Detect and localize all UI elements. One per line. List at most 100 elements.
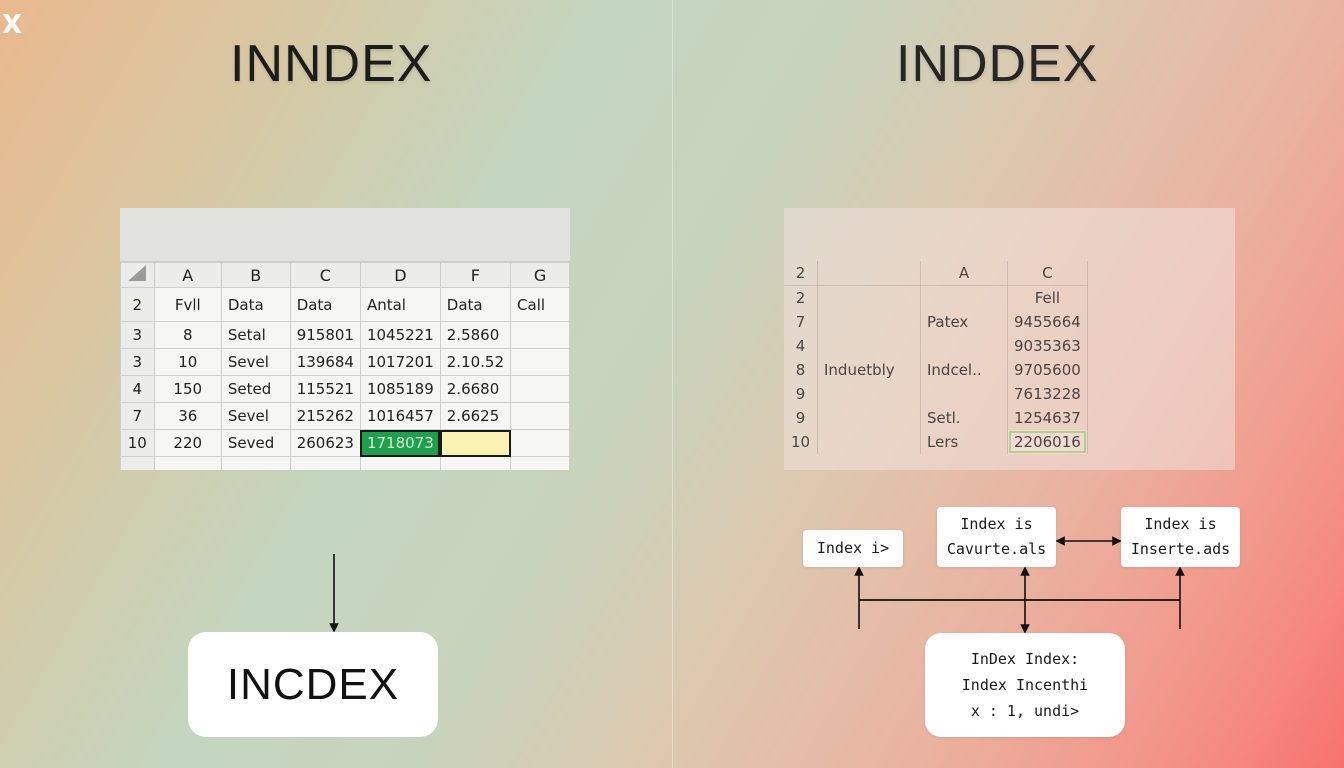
cell[interactable]: 1254637	[1007, 406, 1088, 430]
cell[interactable]	[920, 382, 1008, 406]
highlighted-cell[interactable]: 2206016	[1007, 430, 1088, 454]
col-header[interactable]: A	[920, 261, 1008, 286]
cell[interactable]: 139684	[289, 348, 361, 376]
row-number[interactable]: 2	[120, 287, 155, 322]
row-number[interactable]: 7	[120, 402, 155, 430]
cell[interactable]	[817, 285, 921, 310]
cell[interactable]	[817, 334, 921, 358]
cell[interactable]: Fell	[1007, 285, 1088, 310]
row-number[interactable]: 9	[784, 382, 818, 406]
right-title: INDDEX	[896, 35, 1099, 93]
box-line: Cavurte.als	[946, 540, 1047, 558]
cell[interactable]	[510, 456, 570, 470]
cell[interactable]: Setl.	[920, 406, 1008, 430]
box-line: InDex Index:	[970, 650, 1080, 668]
cell[interactable]: Data	[289, 287, 361, 322]
box-line: Inserte.ads	[1130, 540, 1231, 558]
inserte-box: Index is Inserte.ads	[1121, 507, 1240, 567]
col-header[interactable]: F	[439, 262, 512, 288]
col-header[interactable]: D	[359, 262, 441, 288]
row-number[interactable]: 10	[784, 430, 818, 454]
cell[interactable]	[439, 456, 512, 470]
right-grid: 2 A C 2 Fell 7 Patex 9455664 4 9035363 8…	[784, 261, 1088, 454]
cell[interactable]: 7613228	[1007, 382, 1088, 406]
corner-logo: X	[2, 10, 23, 40]
col-header[interactable]: G	[510, 262, 570, 288]
cell[interactable]	[817, 406, 921, 430]
column-header-row: 2 A C	[784, 261, 1088, 286]
right-spreadsheet: 2 A C 2 Fell 7 Patex 9455664 4 9035363 8…	[784, 208, 1235, 470]
table-row: 10 Lers 2206016	[784, 430, 1088, 454]
cell[interactable]	[153, 456, 222, 470]
right-result-box: InDex Index: Index Incenthi x : 1, undi>	[925, 633, 1125, 737]
table-row	[120, 456, 570, 470]
center-divider	[672, 0, 673, 768]
table-row: 9 7613228	[784, 382, 1088, 406]
cell[interactable]: Induetbly	[817, 358, 921, 382]
cavurte-box: Index is Cavurte.als	[937, 507, 1056, 567]
cell[interactable]: 10	[153, 348, 222, 376]
cell[interactable]	[510, 348, 570, 376]
cell[interactable]	[817, 382, 921, 406]
cell[interactable]: 36	[153, 402, 222, 430]
cell[interactable]	[289, 456, 361, 470]
row-number[interactable]: 7	[784, 310, 818, 334]
row-number[interactable]: 3	[120, 348, 155, 376]
cell[interactable]: Seted	[220, 375, 291, 403]
index-i-box: Index i>	[803, 530, 903, 567]
left-result-box: INCDEX	[188, 632, 438, 737]
cell[interactable]: Sevel	[220, 402, 291, 430]
row-number[interactable]: 2	[784, 261, 818, 286]
cell[interactable]: 9705600	[1007, 358, 1088, 382]
row-number[interactable]: 4	[784, 334, 818, 358]
cell[interactable]: 2.6680	[439, 375, 512, 403]
cell[interactable]: 8	[153, 321, 222, 349]
table-row: 4 150 Seted 115521 1085189 2.6680	[120, 375, 570, 403]
cell[interactable]	[817, 310, 921, 334]
box-line: Index is	[960, 515, 1033, 533]
cell[interactable]: Lers	[920, 430, 1008, 454]
cell[interactable]	[920, 334, 1008, 358]
row-number[interactable]: 9	[784, 406, 818, 430]
cell[interactable]: 1016457	[359, 402, 441, 430]
cell[interactable]: Setal	[220, 321, 291, 349]
cell[interactable]: 9035363	[1007, 334, 1088, 358]
box-line: Index Incenthi	[961, 676, 1089, 694]
select-all-corner[interactable]	[120, 262, 155, 288]
row-number[interactable]: 2	[784, 285, 818, 310]
table-row: 8 Induetbly Indcel.. 9705600	[784, 358, 1088, 382]
table-row: 7 Patex 9455664	[784, 310, 1088, 334]
row-number[interactable]	[120, 456, 155, 470]
cell[interactable]	[817, 261, 921, 286]
cell[interactable]: Fvll	[153, 287, 222, 322]
left-spreadsheet: A B C D F G 2 Fvll Data Data Antal Data …	[120, 208, 570, 470]
cell[interactable]: Patex	[920, 310, 1008, 334]
cell[interactable]: 150	[153, 375, 222, 403]
table-row: 4 9035363	[784, 334, 1088, 358]
table-row: 2 Fvll Data Data Antal Data Call	[120, 287, 570, 322]
cell[interactable]	[817, 430, 921, 454]
cell[interactable]: 115521	[289, 375, 361, 403]
box-line: Index is	[1144, 515, 1217, 533]
cell[interactable]	[510, 375, 570, 403]
col-header[interactable]: A	[153, 262, 222, 288]
cell[interactable]: Seved	[220, 429, 291, 457]
row-number[interactable]: 10	[120, 429, 155, 457]
cell[interactable]: Antal	[359, 287, 441, 322]
col-header[interactable]: B	[220, 262, 291, 288]
cell[interactable]: 2.5860	[439, 321, 512, 349]
left-grid: A B C D F G 2 Fvll Data Data Antal Data …	[120, 262, 570, 470]
cell[interactable]: 9455664	[1007, 310, 1088, 334]
cell[interactable]: 1017201	[359, 348, 441, 376]
cell[interactable]	[510, 402, 570, 430]
cell[interactable]: Indcel..	[920, 358, 1008, 382]
col-header[interactable]: C	[1007, 261, 1088, 286]
row-number[interactable]: 4	[120, 375, 155, 403]
cell[interactable]	[920, 285, 1008, 310]
col-header[interactable]: C	[289, 262, 361, 288]
left-title: INNDEX	[230, 35, 433, 93]
cell[interactable]: Call	[510, 287, 570, 322]
row-number[interactable]: 8	[784, 358, 818, 382]
cell[interactable]: 2.10.52	[439, 348, 512, 376]
